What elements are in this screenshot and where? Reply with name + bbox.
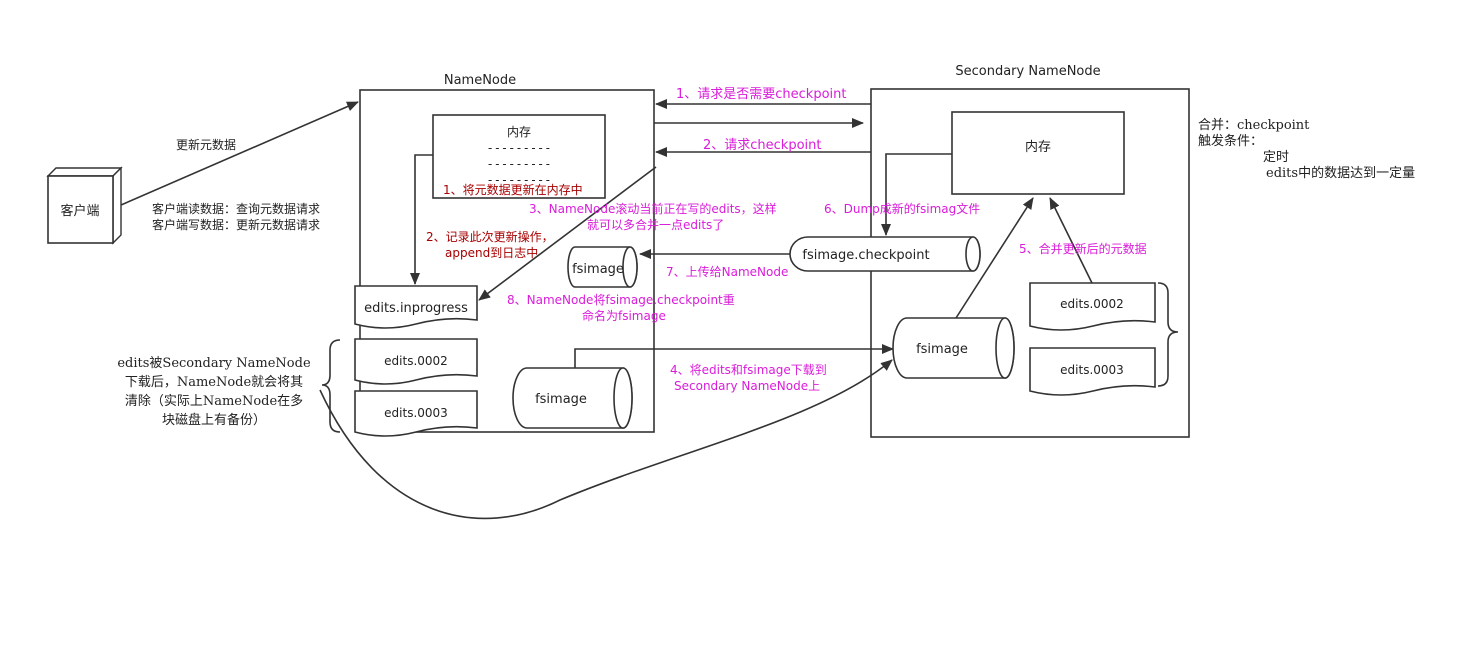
namenode-title: NameNode xyxy=(444,73,516,88)
namenode-memory: 内存 --------- --------- --------- xyxy=(432,114,606,199)
trigger-edits-size: edits中的数据达到一定量 xyxy=(1266,165,1415,181)
sn-fsimage-label: fsimage xyxy=(916,342,968,357)
nn-edits-0002-label: edits.0002 xyxy=(384,354,448,368)
update-metadata-label: 更新元数据 xyxy=(176,137,236,152)
client-write-label: 客户端写数据：更新元数据请求 xyxy=(152,217,320,232)
left-note-line: 清除（实际上NameNode在多 xyxy=(125,393,303,409)
fsimage-checkpoint-cylinder: fsimage.checkpoint xyxy=(789,236,981,272)
memory-dash-line: --------- xyxy=(486,173,551,187)
download-edits-curve xyxy=(319,359,893,520)
client-read-label: 客户端读数据：查询元数据请求 xyxy=(152,201,320,216)
trigger-title: 触发条件： xyxy=(1198,133,1263,149)
client-node: 客户端 xyxy=(46,166,123,245)
sn-edits-0003-label: edits.0003 xyxy=(1060,363,1124,377)
nn-edits-0003-label: edits.0003 xyxy=(384,406,448,420)
sn-edits-0002-label: edits.0002 xyxy=(1060,297,1124,311)
nn-fsimage-big-label: fsimage xyxy=(535,392,587,407)
left-note-line: 下载后，NameNode就会将其 xyxy=(125,375,303,390)
secondary-memory: 内存 xyxy=(951,111,1125,195)
namenode-memory-label: 内存 xyxy=(507,125,531,139)
step3-merge-label: 就可以多合并一点edits了 xyxy=(587,217,724,232)
sn-fsimage-cylinder: fsimage xyxy=(892,317,1015,379)
right-brace xyxy=(1157,282,1179,387)
left-brace xyxy=(321,339,341,433)
sn-edits-0002-doc: edits.0002 xyxy=(1029,282,1156,331)
merge-edits-arrow xyxy=(1049,197,1093,284)
req2-checkpoint-label: 2、请求checkpoint xyxy=(703,138,822,153)
left-note-line: edits被Secondary NameNode xyxy=(117,356,311,371)
client-label: 客户端 xyxy=(60,203,99,219)
memory-dash-line: --------- xyxy=(486,141,551,155)
secondary-memory-label: 内存 xyxy=(1025,139,1051,155)
step8-fsimage-label: 命名为fsimage xyxy=(582,308,666,323)
step4-secondary-label: Secondary NameNode上 xyxy=(674,379,820,393)
nn-fsimage-small-label: fsimage xyxy=(572,262,624,277)
step7-upload-label: 7、上传给NameNode xyxy=(666,264,788,279)
download-fsimage-arrow xyxy=(574,344,894,368)
append-log-arrow xyxy=(410,154,433,285)
step1-update-memory-label: 1、将元数据更新在内存中 xyxy=(443,182,583,197)
nn-edits-0002-doc: edits.0002 xyxy=(354,338,478,385)
step3-roll-label: 3、NameNode滚动当前正在写的edits，这样 xyxy=(529,201,777,216)
step2-record-label: 2、记录此次更新操作， xyxy=(426,229,554,244)
fsimage-checkpoint-label: fsimage.checkpoint xyxy=(802,248,929,263)
nn-edits-0003-doc: edits.0003 xyxy=(354,390,478,437)
merge-fsimage-arrow xyxy=(955,197,1034,319)
connectors xyxy=(120,99,1093,520)
update-metadata-arrow xyxy=(120,101,359,206)
req1-checkpoint-label: 1、请求是否需要checkpoint xyxy=(676,87,847,102)
trigger-timer: 定时 xyxy=(1263,150,1289,165)
sn-edits-0003-doc: edits.0003 xyxy=(1029,347,1156,396)
step6-dump-label: 6、Dump成新的fsimag文件 xyxy=(824,201,980,216)
nn-fsimage-small-cylinder: fsimage xyxy=(567,246,638,288)
roll-edits-arrow xyxy=(478,166,657,301)
step2-append-label: append到日志中 xyxy=(445,245,538,260)
dump-fsimage-arrow xyxy=(881,153,952,236)
secondary-namenode-title: Secondary NameNode xyxy=(955,64,1100,79)
edits-inprogress-doc: edits.inprogress xyxy=(354,285,478,329)
edits-inprogress-label: edits.inprogress xyxy=(364,301,468,316)
step8-rename-label: 8、NameNode将fsimage.checkpoint重 xyxy=(507,293,735,307)
checkpoint-title: 合并：checkpoint xyxy=(1198,118,1310,133)
step4-download-label: 4、将edits和fsimage下载到 xyxy=(670,363,827,377)
nn-fsimage-big-cylinder: fsimage xyxy=(512,367,633,429)
memory-dash-line: --------- xyxy=(486,157,551,171)
left-note-line: 块磁盘上有备份） xyxy=(162,412,266,428)
step5-merge-label: 5、合并更新后的元数据 xyxy=(1019,241,1147,256)
